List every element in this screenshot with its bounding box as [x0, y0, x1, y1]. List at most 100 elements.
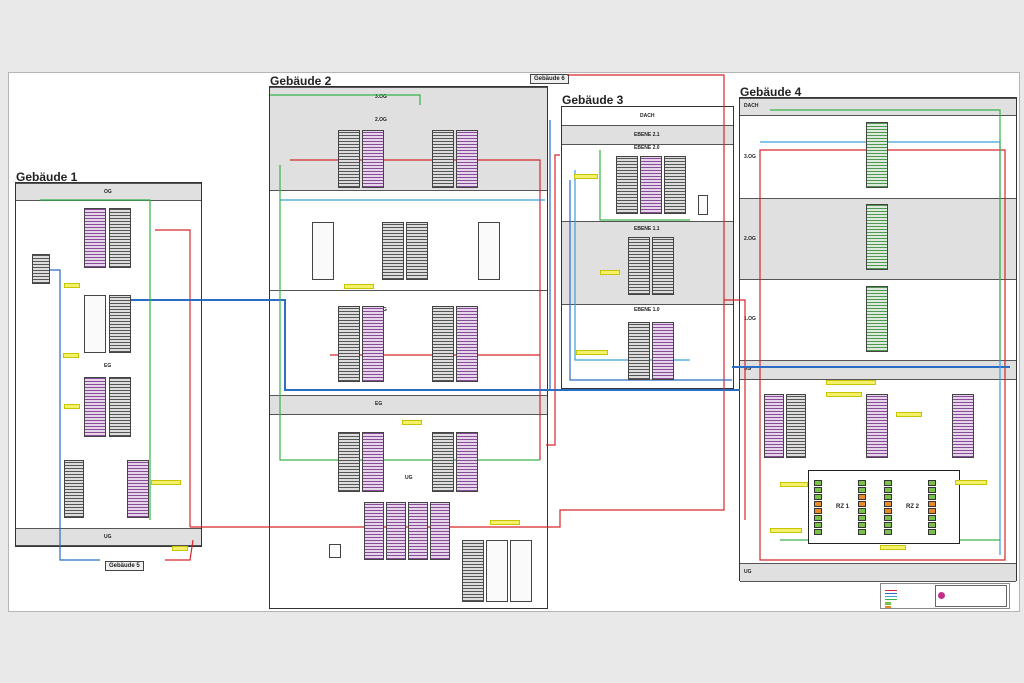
rack-g2-1og-a — [338, 306, 360, 382]
title-block — [935, 585, 1007, 607]
rz-cell — [814, 480, 822, 486]
rack-g2-eg-a — [338, 432, 360, 492]
rz-cell — [928, 529, 936, 535]
rack-g2-mid-c — [406, 222, 428, 280]
floor-label-e11: EBENE 1.1 — [634, 226, 660, 232]
floor-label-1og4: 1.OG — [744, 316, 756, 322]
note-5 — [172, 546, 188, 551]
rz-cell — [858, 508, 866, 514]
rack-g2-mid-a — [312, 222, 334, 280]
floor-band-ug4 — [740, 563, 1016, 582]
rack-g4-1og — [866, 286, 888, 352]
note-17 — [770, 528, 802, 533]
floor-label-ug2: UG — [405, 475, 413, 481]
floor-label-3og4: 3.OG — [744, 154, 756, 160]
rack-g2-eg-d — [456, 432, 478, 492]
rz-cell — [884, 480, 892, 486]
rz-cell — [928, 522, 936, 528]
rz-cell — [884, 487, 892, 493]
rz-cell — [928, 501, 936, 507]
note-11 — [576, 350, 608, 355]
rack-g4-eg-a — [764, 394, 784, 458]
rack-g4-eg-b — [786, 394, 806, 458]
rz-cell — [814, 494, 822, 500]
floor-label-dach3: DACH — [640, 113, 655, 119]
rack-g2-ug-a — [364, 502, 384, 560]
rz-cell — [928, 494, 936, 500]
rz-cell — [858, 515, 866, 521]
rz-cell — [928, 487, 936, 493]
floor-label-3og: 3.OG — [375, 94, 387, 100]
legend-green-line — [885, 599, 897, 600]
note-6 — [344, 284, 374, 289]
note-18 — [880, 545, 906, 550]
legend-green-swatch — [885, 602, 891, 605]
rack-g2-ug-d — [430, 502, 450, 560]
rack-g2-mid-d — [478, 222, 500, 280]
rz-cell — [884, 522, 892, 528]
floor-band-upper — [270, 87, 547, 192]
note-7 — [402, 420, 422, 425]
legend-blue-line — [885, 593, 897, 594]
building-3-title: Gebäude 3 — [562, 93, 624, 107]
note-9 — [574, 174, 598, 179]
note-2 — [63, 353, 79, 358]
rack-g2-1og-d — [456, 306, 478, 382]
note-13 — [826, 392, 862, 397]
floor-label-e20: EBENE 2.0 — [634, 145, 660, 151]
rz-cell — [928, 508, 936, 514]
rack-g3-e10-a — [628, 322, 650, 380]
rack-g2-1og-c — [432, 306, 454, 382]
rack-g1-mid-b — [109, 295, 131, 353]
rack-g4-3og — [866, 122, 888, 188]
box-g2-ug — [329, 544, 341, 558]
floor-label-og: OG — [104, 189, 112, 195]
building-1-title: Gebäude 1 — [16, 170, 78, 184]
rack-g3-e20-b — [640, 156, 662, 214]
rack-g1-eg-a — [84, 377, 106, 437]
building-4-title: Gebäude 4 — [740, 85, 802, 99]
rack-g2-2og-b — [362, 130, 384, 188]
rz-cell — [884, 501, 892, 507]
rz-cell — [814, 522, 822, 528]
rz-cell — [928, 480, 936, 486]
rz-cell — [884, 515, 892, 521]
rack-g1-low-b — [127, 460, 149, 518]
floor-band-1og — [270, 290, 547, 396]
floor-label-2og4: 2.OG — [744, 236, 756, 242]
box-g3-e20 — [698, 195, 708, 215]
floor-label-2og: 2.OG — [375, 117, 387, 123]
rz-cell — [814, 508, 822, 514]
floor-label-eg: EG — [104, 363, 112, 369]
building-6-tag: Gebäude 6 — [530, 74, 569, 84]
rz-cell — [858, 494, 866, 500]
note-14 — [896, 412, 922, 417]
floor-label-e21: EBENE 2.1 — [634, 132, 660, 138]
floor-label-ug4: UG — [744, 569, 752, 575]
rack-g2-eg-b — [362, 432, 384, 492]
rack-g2-2og-d — [456, 130, 478, 188]
rz-cell — [814, 529, 822, 535]
rack-g2-mid-b — [382, 222, 404, 280]
rack-g2-ug-b — [386, 502, 406, 560]
legend-red-line — [885, 590, 897, 591]
floor-label-ug: UG — [104, 534, 112, 540]
rz-cell — [858, 501, 866, 507]
floor-label-eg2: EG — [375, 401, 383, 407]
rz-cell — [858, 487, 866, 493]
rack-g2-ug-g — [510, 540, 532, 602]
legend-cyan-line — [885, 596, 897, 597]
rack-g2-2og-a — [338, 130, 360, 188]
rack-g3-e11-a — [628, 237, 650, 295]
floor-band-eg4 — [740, 360, 1016, 380]
rz-cell — [814, 487, 822, 493]
rz-cell — [858, 480, 866, 486]
rack-g4-2og — [866, 204, 888, 270]
rack-g2-1og-b — [362, 306, 384, 382]
rz-cell — [884, 508, 892, 514]
rz-cell — [858, 529, 866, 535]
rack-g4-eg-c — [866, 394, 888, 458]
rack-g3-e20-c — [664, 156, 686, 214]
note-15 — [780, 482, 808, 487]
rack-g4-eg-d — [952, 394, 974, 458]
